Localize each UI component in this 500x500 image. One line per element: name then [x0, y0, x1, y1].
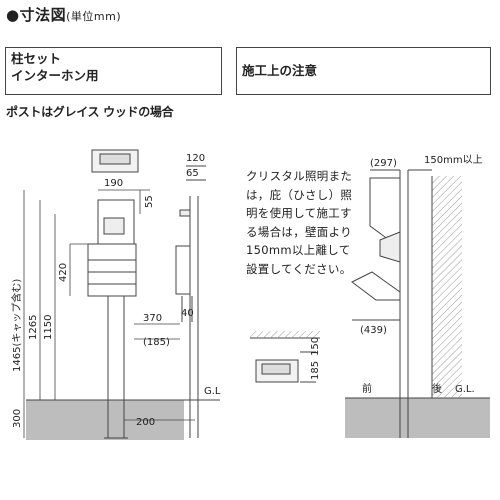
subtitle: ポストはグレイス ウッドの場合: [6, 105, 174, 119]
dim-370: 370: [143, 313, 162, 324]
side-view: [175, 165, 206, 438]
dim-439: (439): [360, 325, 387, 336]
dim-297: (297): [370, 158, 397, 169]
dim-420: 420: [58, 263, 69, 282]
dim-185-paren: (185): [143, 337, 170, 348]
ground-right: [345, 398, 490, 438]
title-text: ●寸法図: [6, 6, 67, 24]
dim-1265: 1265: [28, 315, 39, 340]
dim-side-120: 120: [186, 153, 205, 164]
dim-200: 200: [136, 417, 155, 428]
dim-lamp-150: 150: [310, 337, 321, 356]
dim-side-65: 65: [186, 168, 199, 179]
label-gl-right: G.L.: [455, 384, 475, 395]
product-label-line-1: 柱セット: [11, 51, 62, 66]
product-label-box: 柱セット インターホン用: [5, 47, 222, 95]
dim-1465: 1465(キャップ含む): [10, 279, 23, 372]
title-unit: (単位mm): [66, 10, 122, 23]
page-title: ●寸法図(単位mm): [6, 4, 121, 25]
label-gl-side: G.L: [204, 386, 221, 397]
installation-note: クリスタル照明または，庇（ひさし）照明を使用して施工する場合は，壁面より150m…: [246, 169, 353, 276]
label-back: 後: [432, 382, 442, 395]
dim-300: 300: [12, 409, 23, 428]
dim-lamp-185: 185: [310, 361, 321, 380]
label-front: 前: [362, 382, 372, 395]
lamp-detail: [250, 331, 320, 383]
caution-header-text: 施工上の注意: [242, 63, 318, 78]
dim-top-width: 190: [104, 178, 123, 189]
dim-55: 55: [144, 195, 155, 208]
wall-view: [351, 169, 462, 438]
dim-150-over: 150mm以上: [424, 154, 483, 166]
dim-1150: 1150: [43, 315, 54, 340]
product-label-line-2: インターホン用: [11, 68, 99, 83]
caution-header-box: 施工上の注意: [236, 47, 491, 95]
front-dimensions: [23, 189, 195, 438]
front-view: [87, 149, 139, 439]
dim-side-40: 40: [181, 308, 194, 319]
